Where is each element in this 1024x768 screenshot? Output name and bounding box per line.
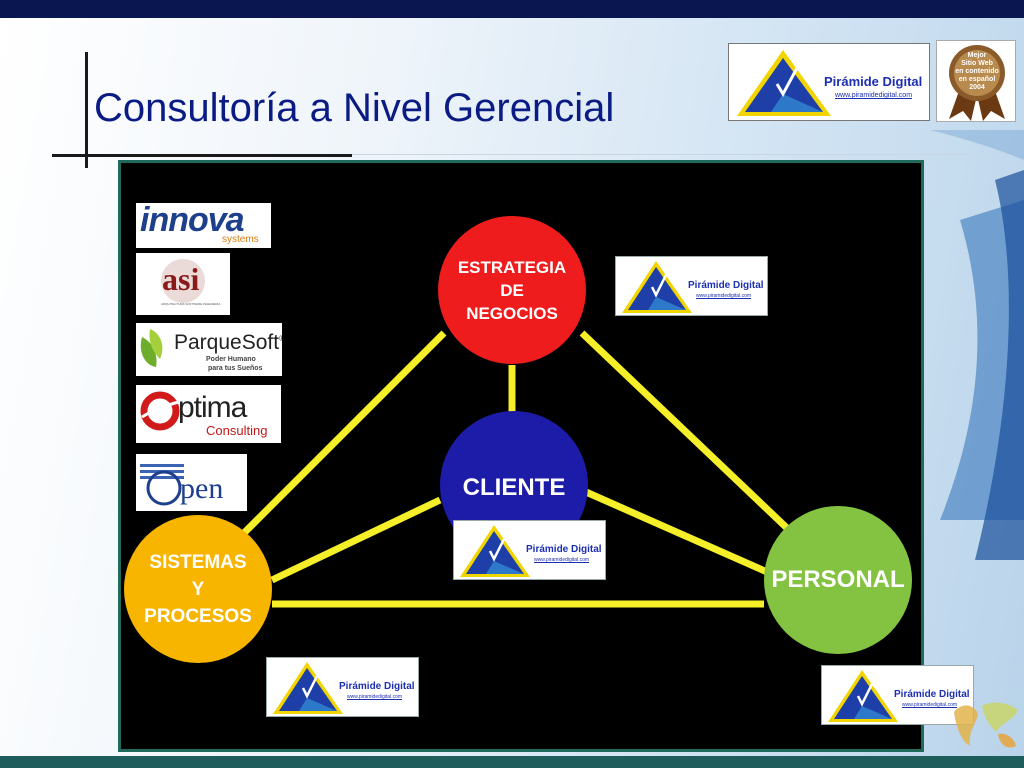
asi-logo: asi ARQUITECTURA SOFTWARE INGENIERIA: [136, 253, 230, 315]
award-badge: Mejor Sitio Web en contenido en español …: [936, 40, 1016, 122]
bottom-bar: [0, 756, 1024, 768]
optima-logo-sub: Consulting: [206, 423, 268, 438]
innova-logo-name: innova: [140, 203, 245, 239]
parquesoft-logo-sub2: para tus Sueños: [208, 365, 263, 372]
innova-logo-sub: systems: [222, 234, 259, 245]
piramide-digital-url: www.piramidedigital.com: [835, 92, 913, 99]
innova-logo: innova systems: [136, 203, 271, 248]
asi-logo-name: asi: [162, 261, 200, 297]
piramide-digital-name: Pirámide Digital: [339, 681, 415, 692]
top-bar: [0, 0, 1024, 18]
open-logo-mark: [140, 464, 184, 506]
piramide-digital-name: Pirámide Digital: [526, 544, 602, 555]
node-sistemas-circle: [124, 515, 272, 663]
piramide-digital-url: www.piramidedigital.com: [347, 694, 403, 700]
open-logo: pen: [136, 454, 247, 511]
node-estrategia-label: ESTRATEGIA DE NEGOCIOS: [457, 257, 567, 323]
parquesoft-logo: ParqueSoft® Poder Humano para tus Sueños: [136, 323, 282, 376]
title-vertical-rule: [85, 52, 88, 168]
piramide-digital-url: www.piramidedigital.com: [696, 293, 752, 299]
optima-swoosh-icon: [140, 391, 183, 431]
award-text: Mejor Sitio Web en contenido en español …: [955, 52, 999, 91]
piramide-digital-url: www.piramidedigital.com: [534, 557, 590, 563]
asi-logo-sub: ARQUITECTURA SOFTWARE INGENIERIA: [161, 302, 221, 306]
node-personal-circle: [764, 506, 912, 654]
title-horizontal-rule-thin: [352, 154, 972, 155]
piramide-digital-logo: Pirámide Digital www.piramidedigital.com: [266, 657, 419, 717]
connector-estrategia-sistemas: [239, 330, 447, 538]
asi-logo-mark: [161, 259, 205, 303]
pyramid-check-icon: [622, 261, 692, 313]
pyramid-check-icon: [828, 670, 898, 722]
piramide-digital-logo: Pirámide Digital www.piramidedigital.com: [615, 256, 768, 316]
piramide-digital-logo-header: Pirámide Digital www.piramidedigital.com: [728, 43, 930, 121]
optima-logo-name: ptima: [178, 391, 247, 424]
pyramid-check-icon: [737, 50, 831, 116]
award-medal-icon: [949, 45, 1005, 121]
piramide-digital-url: www.piramidedigital.com: [902, 702, 958, 708]
node-cliente-label: CLIENTE: [462, 474, 566, 501]
page-title: Consultoría a Nivel Gerencial: [94, 86, 615, 130]
connector-cliente-sistemas: [270, 496, 442, 584]
connector-estrategia-personal: [579, 330, 792, 533]
node-personal-label: PERSONAL: [771, 566, 905, 593]
piramide-digital-name: Pirámide Digital: [824, 74, 923, 89]
open-logo-name: pen: [180, 472, 224, 505]
piramide-digital-logo: Pirámide Digital www.piramidedigital.com: [453, 520, 606, 580]
world-map-graphic: [954, 702, 1018, 748]
node-sistemas-label: SISTEMAS Y PROCESOS: [144, 551, 252, 627]
optima-logo: ptima Consulting: [136, 385, 281, 443]
parquesoft-logo-sub1: Poder Humano: [206, 356, 256, 363]
parquesoft-leaf-icon: [140, 329, 163, 367]
piramide-digital-logo: Pirámide Digital www.piramidedigital.com: [821, 665, 974, 725]
node-estrategia-circle: [438, 216, 586, 364]
pyramid-check-icon: [460, 525, 530, 577]
pyramid-check-icon: [273, 662, 343, 714]
connector-cliente-personal: [584, 488, 769, 576]
piramide-digital-name: Pirámide Digital: [688, 280, 764, 291]
parquesoft-logo-name: ParqueSoft®: [174, 331, 282, 354]
piramide-digital-name: Pirámide Digital: [894, 689, 970, 700]
title-horizontal-rule: [52, 154, 352, 157]
